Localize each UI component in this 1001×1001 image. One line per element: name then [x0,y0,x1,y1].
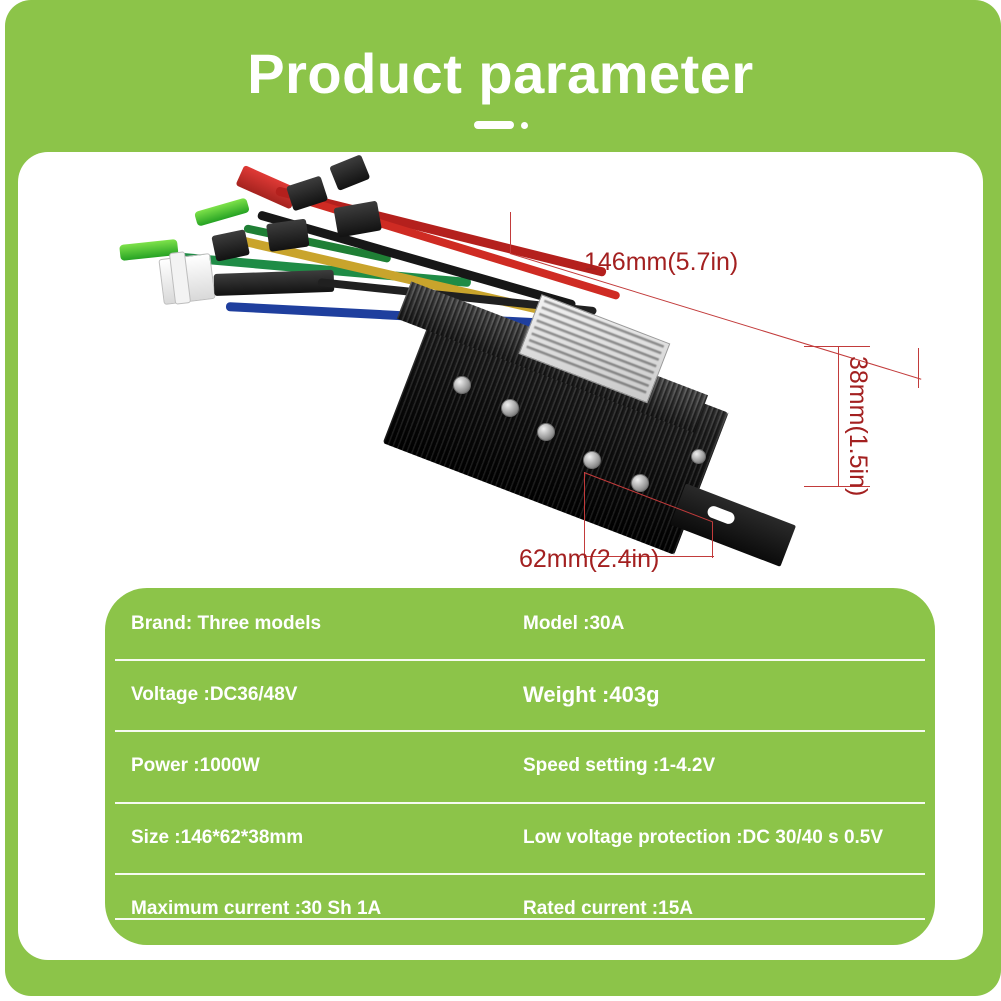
screw-icon [453,376,471,394]
divider-dot-icon [520,121,528,129]
spec-rated-current: Rated current :15A [523,897,693,919]
dimension-tick-height-top [804,346,870,347]
spec-brand: Brand: Three models [131,612,322,634]
black-sheath-icon [213,269,335,296]
spec-table: Brand: Three models Model :30A Voltage :… [105,588,935,945]
dimension-label-height: 38mm(1.5in) [844,356,872,497]
green-connector-icon [193,197,250,227]
dimension-tick-height-bottom [804,486,870,487]
dimension-label-width: 62mm(2.4in) [519,545,660,573]
table-row: Power :1000W Speed setting :1-4.2V [105,730,935,801]
dimension-tick-width-left [584,472,585,558]
table-row: Voltage :DC36/48V Weight :403g [105,659,935,730]
screw-icon [537,423,555,441]
row-divider [115,802,925,804]
row-divider [115,730,925,732]
bracket-slot [757,482,787,503]
title-divider [0,118,1001,132]
page-title: Product parameter [247,42,754,105]
black-connector-icon [211,229,250,262]
screw-icon [583,451,601,469]
spec-size: Size :146*62*38mm [131,826,304,848]
dimension-label-length: 146mm(5.7in) [584,248,739,276]
screw-icon [501,399,519,417]
spec-weight: Weight :403g [523,681,660,707]
screw-icon [631,474,649,492]
dimension-tick-length-left [510,212,511,254]
black-connector-icon [333,200,382,238]
dimension-tick-width-right [712,522,713,558]
product-photo [18,152,983,592]
spec-table-card [105,588,935,945]
screw-icon [691,449,706,464]
table-row: Maximum current :30 Sh 1A Rated current … [105,873,935,944]
table-row: Size :146*62*38mm Low voltage protection… [105,802,935,873]
spec-voltage: Voltage :DC36/48V [131,683,298,705]
black-connector-icon [329,154,371,192]
black-connector-icon [266,218,310,252]
table-row: Brand: Three models Model :30A [105,588,935,659]
spec-model: Model :30A [523,612,625,634]
dimension-line-height [838,346,839,486]
dimension-line-width-base [584,556,714,557]
row-divider [115,659,925,661]
row-divider [115,918,925,920]
divider-bar-icon [473,121,514,129]
spec-speed-setting: Speed setting :1-4.2V [523,754,716,776]
spec-maximum-current: Maximum current :30 Sh 1A [131,897,382,919]
spec-low-voltage-protection: Low voltage protection :DC 30/40 s 0.5V [523,826,884,848]
row-divider [115,873,925,875]
spec-power: Power :1000W [131,754,260,776]
dimension-tick-length-right [918,348,919,388]
